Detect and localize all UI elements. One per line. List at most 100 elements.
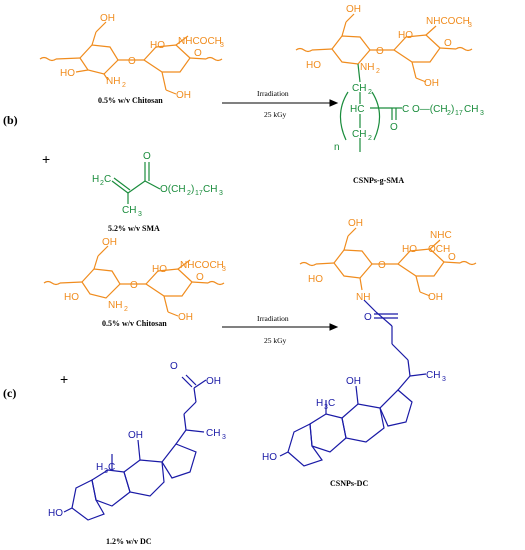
panel-label-c: (c) <box>3 386 16 400</box>
svg-text:C: C <box>104 174 111 185</box>
chitosan-structure-c <box>43 245 225 317</box>
svg-text:NHC: NHC <box>430 230 452 241</box>
svg-text:O: O <box>390 122 398 133</box>
svg-text:HO: HO <box>60 68 75 79</box>
svg-text:2: 2 <box>447 110 451 117</box>
svg-text:HC: HC <box>350 104 364 115</box>
chitosan-label-c: 0.5% w/v Chitosan <box>102 319 167 328</box>
svg-text:O: O <box>130 280 138 291</box>
csnps-g-sma-atoms: OH HO NH 2 O HO NHCOCH 3 O OH CH 2 HC C … <box>306 4 484 153</box>
svg-text:HO: HO <box>402 244 417 255</box>
csnps-dc-atoms: OH HO NH O HO NHC OCH O OH O CH 3 OH H 3… <box>262 218 456 463</box>
dc-structure <box>63 374 207 521</box>
svg-text:C: C <box>328 398 335 409</box>
svg-text:O: O <box>128 56 136 67</box>
svg-text:HO: HO <box>308 274 323 285</box>
svg-text:2: 2 <box>368 135 372 142</box>
svg-text:NHCOCH: NHCOCH <box>180 260 224 271</box>
svg-text:3: 3 <box>104 468 108 475</box>
svg-text:NH: NH <box>360 62 374 73</box>
reaction-arrow-b <box>222 99 339 107</box>
svg-text:NHCOCH: NHCOCH <box>426 16 470 27</box>
svg-text:CH: CH <box>122 205 136 216</box>
svg-text:O: O <box>444 38 452 49</box>
svg-text:H: H <box>92 174 99 185</box>
reaction-arrow-c <box>222 323 339 331</box>
svg-text:O: O <box>194 48 202 59</box>
svg-text:3: 3 <box>219 190 223 197</box>
chitosan-label-b: 0.5% w/v Chitosan <box>98 96 163 105</box>
svg-text:C: C <box>402 104 409 115</box>
svg-text:OH: OH <box>100 13 115 24</box>
svg-text:O: O <box>196 272 204 283</box>
svg-text:O: O <box>143 151 151 162</box>
svg-text:2: 2 <box>124 306 128 313</box>
svg-text:17: 17 <box>195 190 203 197</box>
svg-text:O—(CH: O—(CH <box>412 104 448 115</box>
svg-text:3: 3 <box>220 42 224 49</box>
svg-text:O: O <box>448 252 456 263</box>
svg-text:HO: HO <box>306 60 321 71</box>
csnps-dc-label: CSNPs-DC <box>330 479 368 488</box>
arrow-bottom-b: 25 kGy <box>264 110 287 119</box>
panel-label-b: (b) <box>3 113 18 127</box>
svg-text:HO: HO <box>64 292 79 303</box>
svg-text:NH: NH <box>356 292 370 303</box>
svg-text:OH: OH <box>346 376 361 387</box>
svg-text:2: 2 <box>122 82 126 89</box>
arrow-bottom-c: 25 kGy <box>264 336 287 345</box>
svg-text:): ) <box>451 104 454 115</box>
svg-text:OH: OH <box>176 90 191 101</box>
svg-text:NH: NH <box>106 76 120 87</box>
svg-text:O: O <box>376 46 384 57</box>
svg-text:HO: HO <box>150 40 165 51</box>
svg-text:O: O <box>170 361 178 372</box>
svg-text:HO: HO <box>398 30 413 41</box>
svg-text:2: 2 <box>368 89 372 96</box>
svg-text:n: n <box>334 142 340 153</box>
svg-text:3: 3 <box>222 266 226 273</box>
svg-text:CH: CH <box>203 184 217 195</box>
svg-text:): ) <box>191 184 194 195</box>
svg-text:OH: OH <box>346 4 361 15</box>
svg-text:O(CH: O(CH <box>160 184 186 195</box>
chitosan-atoms-b: OH HO NH 2 O HO NHCOCH 3 O OH <box>60 13 224 101</box>
svg-text:3: 3 <box>222 434 226 441</box>
svg-text:NHCOCH: NHCOCH <box>178 36 222 47</box>
arrow-top-c: Irradiation <box>257 314 289 323</box>
svg-text:OH: OH <box>178 312 193 323</box>
svg-text:O: O <box>378 260 386 271</box>
svg-text:OH: OH <box>128 430 143 441</box>
svg-text:3: 3 <box>480 110 484 117</box>
svg-text:H: H <box>96 462 103 473</box>
svg-text:O: O <box>364 312 372 323</box>
csnps-g-sma-label: CSNPs-g-SMA <box>353 176 404 185</box>
svg-text:OH: OH <box>102 237 117 248</box>
chitosan-structure-b <box>39 21 223 95</box>
dc-graft <box>279 299 427 467</box>
svg-text:CH: CH <box>352 83 366 94</box>
plus-c: + <box>60 371 68 387</box>
svg-text:OH: OH <box>206 376 221 387</box>
csnps-dc-structure <box>299 227 477 297</box>
svg-text:3: 3 <box>442 376 446 383</box>
svg-text:HO: HO <box>152 264 167 275</box>
svg-text:3: 3 <box>138 211 142 218</box>
svg-text:17: 17 <box>455 110 463 117</box>
svg-text:2: 2 <box>376 68 380 75</box>
svg-text:HO: HO <box>262 452 277 463</box>
svg-text:HO: HO <box>48 508 63 519</box>
dc-label: 1.2% w/v DC <box>106 537 152 546</box>
svg-text:H: H <box>316 398 323 409</box>
svg-text:CH: CH <box>206 428 220 439</box>
svg-text:OH: OH <box>348 218 363 229</box>
svg-text:C: C <box>108 462 115 473</box>
svg-text:3: 3 <box>468 22 472 29</box>
svg-text:CH: CH <box>352 129 366 140</box>
arrow-top-b: Irradiation <box>257 89 289 98</box>
sma-atoms: H 2 C O O(CH 2 ) 17 CH 3 CH 3 <box>92 151 223 218</box>
csnps-g-sma-structure <box>295 13 473 83</box>
svg-text:CH: CH <box>426 370 440 381</box>
sma-structure <box>111 162 161 204</box>
